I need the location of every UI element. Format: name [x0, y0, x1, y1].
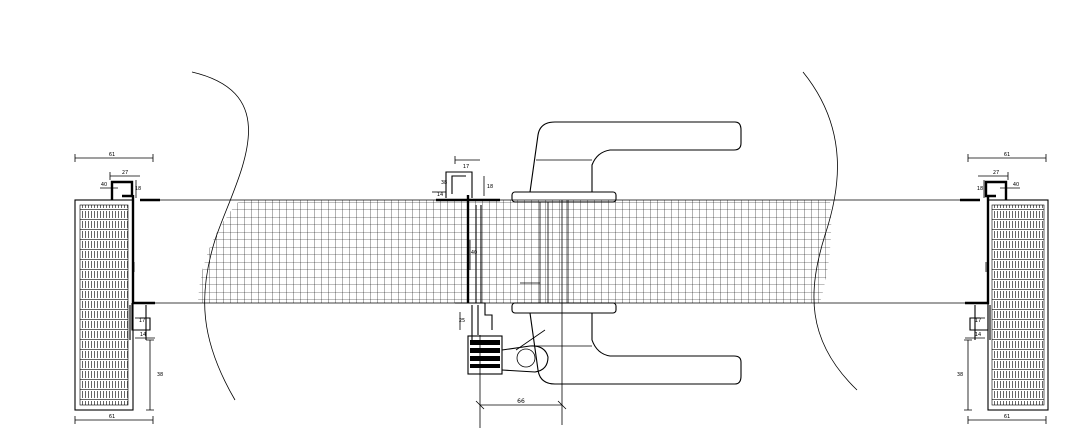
break-lines — [191, 71, 858, 401]
right-jamb — [960, 154, 1049, 424]
center-dims: 38 17 14 40 18 25 — [437, 164, 493, 324]
center-dim-14: 14 — [437, 192, 443, 198]
right-dim-width-top: 61 — [1004, 152, 1010, 158]
left-dim-width-top: 61 — [109, 152, 115, 158]
left-dim-14: 14 — [140, 332, 146, 338]
center-dim-18: 18 — [487, 184, 493, 190]
center-dim-40: 40 — [471, 250, 477, 256]
left-dim-18: 18 — [135, 186, 141, 192]
left-jamb — [74, 154, 160, 424]
lock-cylinder — [467, 329, 549, 375]
right-dim-18: 18 — [977, 186, 983, 192]
right-dim-width-bottom: 61 — [1004, 414, 1010, 420]
lower-lever-handle — [529, 312, 742, 385]
right-dim-38: 38 — [957, 372, 963, 378]
center-dim-17: 17 — [463, 164, 469, 170]
center-dim-38: 38 — [441, 180, 447, 186]
upper-lever-handle — [529, 121, 742, 193]
left-dim-27: 27 — [122, 170, 128, 176]
right-dim-14: 14 — [975, 332, 981, 338]
left-dim-38: 38 — [157, 372, 163, 378]
right-dim-17: 17 — [975, 318, 981, 324]
center-dim-66: 66 — [517, 398, 525, 405]
right-jamb-dims: 61 27 40 18 17 38 14 61 — [957, 152, 1019, 420]
left-dim-40: 40 — [101, 182, 107, 188]
left-dim-17: 17 — [139, 318, 145, 324]
backset-dimension: 66 — [475, 335, 567, 428]
door-core-grid — [198, 200, 832, 303]
lock-body — [511, 191, 617, 425]
center-dim-25: 25 — [459, 318, 465, 324]
center-stop-profile — [432, 156, 500, 345]
left-jamb-dims: 61 27 40 18 17 38 14 61 — [101, 152, 163, 420]
right-dim-27: 27 — [993, 170, 999, 176]
left-dim-width-bottom: 61 — [109, 414, 115, 420]
right-dim-40: 40 — [1013, 182, 1019, 188]
